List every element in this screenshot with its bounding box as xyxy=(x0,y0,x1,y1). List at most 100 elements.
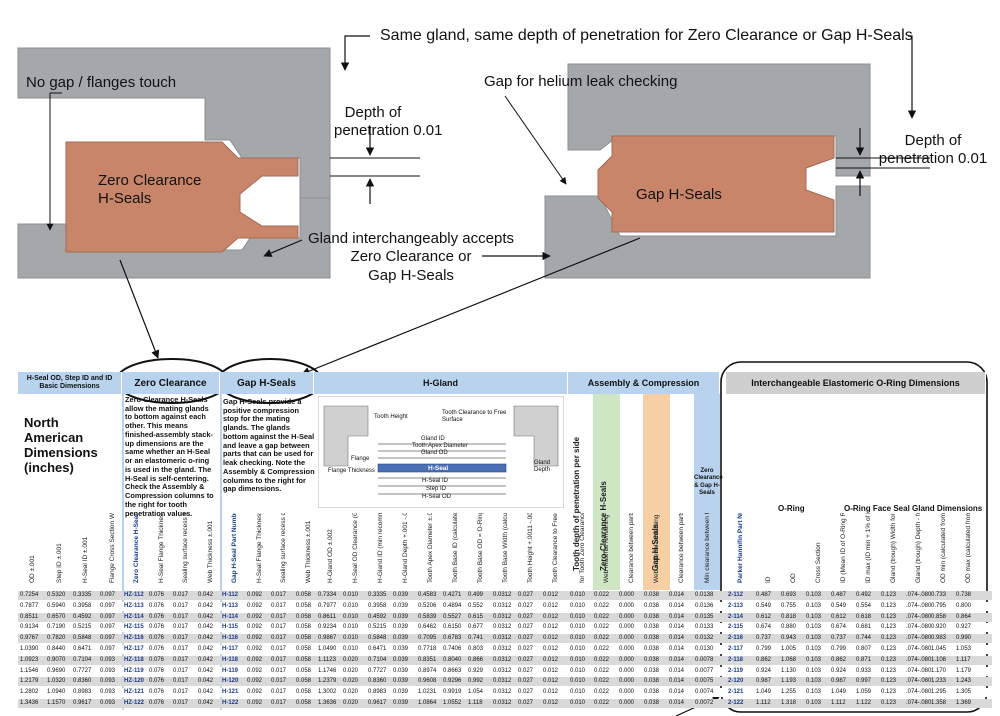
table-cell: 0.014 xyxy=(669,667,685,674)
table-cell: 0.5848 xyxy=(73,635,92,642)
table-cell: 0.017 xyxy=(173,602,189,609)
table-cell: 1.1746 xyxy=(318,667,337,674)
table-cell: 0.0074 xyxy=(695,689,714,696)
table-cell: 0.058 xyxy=(296,678,312,685)
helium-leader xyxy=(504,95,567,185)
table-cell: 0.017 xyxy=(271,635,287,642)
table-cell: 1.108 xyxy=(931,656,947,663)
table-cell: 0.0312 xyxy=(493,656,512,663)
table-cell: H-118 xyxy=(222,656,239,663)
table-cell: 0.862 xyxy=(831,656,847,663)
column-header-29: Parker Hannifin Part Number xyxy=(737,513,744,583)
table-cell: 1.0320 xyxy=(47,678,66,685)
table-cell: 0.7977 xyxy=(318,602,337,609)
table-cell: 1.369 xyxy=(956,700,972,706)
table-cell: .074-.080 xyxy=(906,689,932,696)
table-cell: HZ-112 xyxy=(124,592,144,598)
table-cell: 0.9134 xyxy=(20,624,39,631)
table-cell: 0.487 xyxy=(831,592,847,598)
column-header-24: Web material remaining after penetration xyxy=(603,513,610,583)
table-cell: 0.017 xyxy=(173,678,189,685)
table-cell: 0.014 xyxy=(669,635,685,642)
oring-box xyxy=(720,361,988,713)
table-cell: 0.092 xyxy=(247,602,263,609)
table-cell: 0.092 xyxy=(247,656,263,663)
column-header-12: Web Thickness ±.001 xyxy=(305,520,312,583)
table-cell: 0.092 xyxy=(247,592,263,598)
table-cell: 0.0312 xyxy=(493,700,512,706)
table-cell: 0.076 xyxy=(149,667,165,674)
table-cell: 0.058 xyxy=(296,689,312,696)
table-cell: 0.012 xyxy=(543,624,559,631)
table-cell: 1.059 xyxy=(856,689,872,696)
table-cell: 0.4583 xyxy=(418,592,437,598)
fig-hseal-id: H-Seal ID xyxy=(422,478,449,484)
table-cell: 2-115 xyxy=(728,624,744,631)
table-cell: 0.010 xyxy=(570,656,586,663)
table-cell: 0.058 xyxy=(296,624,312,631)
table-cell: 0.042 xyxy=(198,678,214,685)
table-cell: 0.076 xyxy=(149,592,165,598)
top-banner-text: Same gland, same depth of penetration fo… xyxy=(380,27,913,44)
table-cell: 0.020 xyxy=(343,689,359,696)
table-cell: 0.737 xyxy=(756,635,772,642)
table-cell: 0.997 xyxy=(856,678,872,685)
table-cell: 0.492 xyxy=(856,592,872,598)
table-cell: 0.092 xyxy=(247,613,263,620)
table-cell: 0.990 xyxy=(956,635,972,642)
table-cell: 0.058 xyxy=(296,667,312,674)
table-cell: 0.554 xyxy=(856,602,872,609)
table-cell: .074-.080 xyxy=(906,656,932,663)
band-h-gland: H-Gland xyxy=(314,372,568,394)
left-zero-clearance-seal xyxy=(65,141,299,253)
table-cell: 1.045 xyxy=(931,646,947,652)
band-zero-clearance: Zero Clearance xyxy=(122,372,220,394)
table-cell: 0.123 xyxy=(881,635,897,642)
table-cell: 0.9617 xyxy=(73,700,92,706)
column-header-4: Flange Cross Section Width xyxy=(109,513,116,583)
table-cell: 0.092 xyxy=(247,646,263,652)
column-header-10: H-Seal Flange Thickness +.001 / -.000 xyxy=(256,513,263,583)
table-cell: 0.9867 xyxy=(318,635,337,642)
table-cell: 0.020 xyxy=(343,700,359,706)
table-cell: 0.549 xyxy=(756,602,772,609)
fig-hseal-od: H-Seal OD xyxy=(422,494,452,500)
table-cell: 0.6471 xyxy=(73,646,92,652)
table-cell: HZ-117 xyxy=(124,646,144,652)
table-cell: 1.0923 xyxy=(20,656,39,663)
column-header-3: H-Seal ID ±.001 xyxy=(82,536,89,583)
table-cell: 0.9296 xyxy=(443,678,462,685)
table-cell: 0.039 xyxy=(393,646,409,652)
table-cell: 0.038 xyxy=(644,602,660,609)
table-cell: 0.9070 xyxy=(47,656,66,663)
table-cell: 0.000 xyxy=(619,689,635,696)
table-cell: 0.9617 xyxy=(368,700,387,706)
column-header-38: OD max (calculated from tolerance range) xyxy=(965,513,972,583)
zero-strip xyxy=(122,394,124,710)
table-cell: 0.010 xyxy=(570,635,586,642)
fig-tooth-height: Tooth Height xyxy=(374,414,408,420)
table-cell: H-114 xyxy=(222,613,239,620)
north-american-label: North American Dimensions (inches) xyxy=(24,415,98,476)
table-cell: 0.017 xyxy=(173,613,189,620)
column-header-5: Zero Clearance H-Seal Part Number xyxy=(133,513,140,583)
table-cell: 0.097 xyxy=(100,624,116,631)
table-cell: 0.014 xyxy=(669,613,685,620)
table-cell: HZ-113 xyxy=(124,602,144,609)
table-cell: 0.737 xyxy=(831,635,847,642)
table-cell: 0.0312 xyxy=(493,678,512,685)
table-cell: 0.038 xyxy=(644,613,660,620)
table-cell: 0.693 xyxy=(781,592,797,598)
table-cell: 0.741 xyxy=(468,635,484,642)
interchange-text: Gland interchangeably accepts Zero Clear… xyxy=(302,230,520,285)
table-cell: 1.053 xyxy=(956,646,972,652)
table-cell: 0.020 xyxy=(343,656,359,663)
table-cell: 0.795 xyxy=(931,602,947,609)
table-cell: 0.000 xyxy=(619,592,635,598)
table-cell: 0.7104 xyxy=(73,656,92,663)
table-cell: 0.0135 xyxy=(695,613,714,620)
table-cell: 0.014 xyxy=(669,656,685,663)
table-cell: 1.255 xyxy=(781,689,797,696)
